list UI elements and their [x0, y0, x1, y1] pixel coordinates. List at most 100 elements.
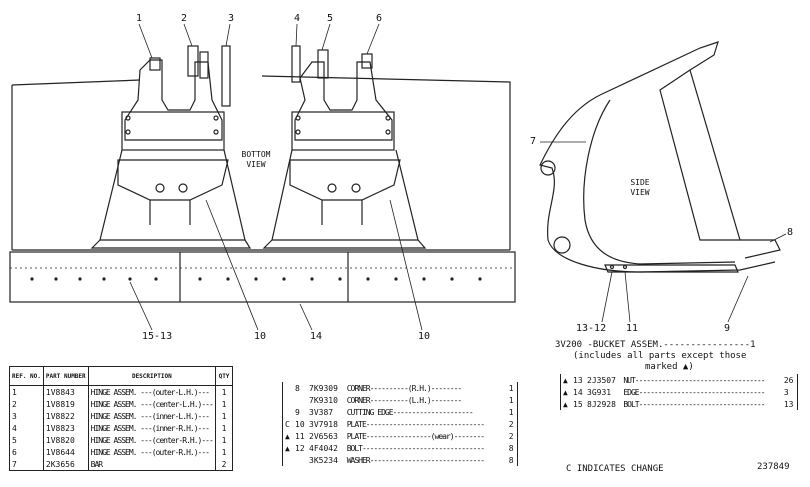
row-desc: BOLT--------------------------------- — [623, 399, 765, 409]
row-mark: C — [285, 419, 290, 429]
table-row: C 10 3V7918 PLATE--------------------------… — [283, 418, 518, 430]
row-part: 2J3507 — [587, 375, 616, 385]
row-desc: EDGE--------------------------------- — [623, 387, 765, 397]
callout-6: 6 — [376, 13, 383, 24]
callout-10-right: 10 — [418, 331, 431, 342]
row-desc: PLATE-----------------(wear)-------- — [346, 431, 485, 441]
row-mark: ▲ — [563, 375, 568, 385]
row-ref: 8 — [295, 383, 300, 393]
row-desc: CUTTING EDGE--------------------- — [346, 407, 474, 417]
row-qty: 1 — [508, 395, 514, 405]
row-ref: 12 — [295, 443, 305, 453]
row-qty: 2 — [508, 419, 514, 429]
row-desc: NUT---------------------------------- — [623, 375, 765, 385]
row-ref: 13 — [573, 375, 583, 385]
row-ref: 7 — [9, 458, 44, 471]
row-mark — [283, 382, 294, 394]
row-qty: 1 — [215, 434, 233, 446]
callout-8: 8 — [787, 227, 794, 238]
assembly-note-line1: 3V200 -BUCKET ASSEM.----------------1 — [555, 340, 756, 350]
row-desc: BAR — [87, 458, 217, 471]
callout-7: 7 — [530, 136, 537, 147]
callout-11: 11 — [626, 323, 639, 334]
row-part: 2V6563 — [309, 431, 338, 441]
row-qty: 1 — [215, 398, 233, 410]
row-ref — [293, 454, 307, 466]
row-desc: CORNER----------(L.H.)-------- — [346, 395, 463, 405]
row-ref: 2 — [9, 398, 44, 410]
callout-15-13: 15-13 — [142, 331, 173, 342]
callout-13-12: 13-12 — [576, 323, 607, 334]
row-desc: CORNER----------(R.H.)-------- — [346, 383, 463, 393]
row-qty: 13 — [783, 399, 794, 409]
row-desc: HINGE ASSEM. ---(outer-R.H.)--- — [87, 446, 217, 458]
row-part: 7K9310 — [309, 395, 338, 405]
row-desc: HINGE ASSEM. ---(outer-L.H.)--- — [87, 385, 217, 398]
row-part: 1V8644 — [42, 446, 89, 458]
parts-table-hardware: ▲ 13 2J3507 NUT----------------------------… — [560, 374, 798, 410]
header-part: PART NUMBER — [42, 366, 89, 386]
row-desc: HINGE ASSEM. ---(center-L.H.)--- — [87, 398, 217, 410]
parts-table-edges-plates: 8 7K9309 CORNER----------(R.H.)-------- 1 7… — [282, 382, 518, 466]
callout-9: 9 — [724, 323, 731, 334]
row-ref: 9 — [295, 407, 300, 417]
row-mark — [283, 394, 294, 406]
row-ref: 5 — [9, 434, 44, 446]
row-part: 3V7918 — [309, 419, 338, 429]
row-qty: 26 — [783, 375, 794, 385]
row-desc: PLATE------------------------------- — [346, 419, 485, 429]
side-view-line1: SIDE — [630, 178, 650, 187]
row-ref: 4 — [9, 422, 44, 434]
row-desc: HINGE ASSEM. ---(inner-R.H.)--- — [87, 422, 217, 434]
row-qty: 1 — [215, 385, 233, 398]
row-part: 7K9309 — [309, 383, 338, 393]
header-desc: DESCRIPTION — [87, 366, 217, 386]
row-part: 1V8819 — [42, 398, 89, 410]
callout-4: 4 — [294, 13, 301, 24]
table-header-row: REF. NO. PART NUMBER DESCRIPTION QTY — [9, 366, 233, 386]
callout-10-left: 10 — [254, 331, 267, 342]
row-qty: 2 — [508, 431, 514, 441]
table-row: ▲ 11 2V6563 PLATE-----------------(wear)---… — [283, 430, 518, 442]
row-desc: HINGE ASSEM. ---(center-R.H.)--- — [87, 434, 217, 446]
callout-1: 1 — [136, 13, 143, 24]
row-ref: 10 — [295, 419, 305, 429]
row-ref — [293, 394, 307, 406]
right-hinge-group — [262, 45, 427, 249]
assembly-note-line3: marked ▲) — [645, 362, 694, 372]
row-ref: 1 — [9, 385, 44, 398]
table-row: 7K9310 CORNER----------(L.H.)-------- 1 — [283, 394, 518, 406]
header-qty: QTY — [215, 366, 233, 386]
change-legend: C INDICATES CHANGE — [566, 464, 664, 474]
header-ref: REF. NO. — [9, 366, 44, 386]
row-part: 1V8820 — [42, 434, 89, 446]
row-part: 1V8843 — [42, 385, 89, 398]
row-desc: BOLT-------------------------------- — [346, 443, 485, 453]
row-desc: HINGE ASSEM. ---(inner-L.H.)--- — [87, 410, 217, 422]
row-qty: 1 — [215, 410, 233, 422]
row-qty: 3 — [783, 387, 789, 397]
row-mark: ▲ — [285, 431, 290, 441]
row-part: 3K5234 — [309, 455, 338, 465]
row-part: 8J2928 — [587, 399, 616, 409]
row-ref: 11 — [295, 431, 305, 441]
row-ref: 3 — [9, 410, 44, 422]
callout-leaders — [129, 23, 787, 331]
row-part: 3V387 — [309, 407, 334, 417]
callout-2: 2 — [181, 13, 188, 24]
row-part: 4F4042 — [309, 443, 338, 453]
callout-3: 3 — [228, 13, 235, 24]
